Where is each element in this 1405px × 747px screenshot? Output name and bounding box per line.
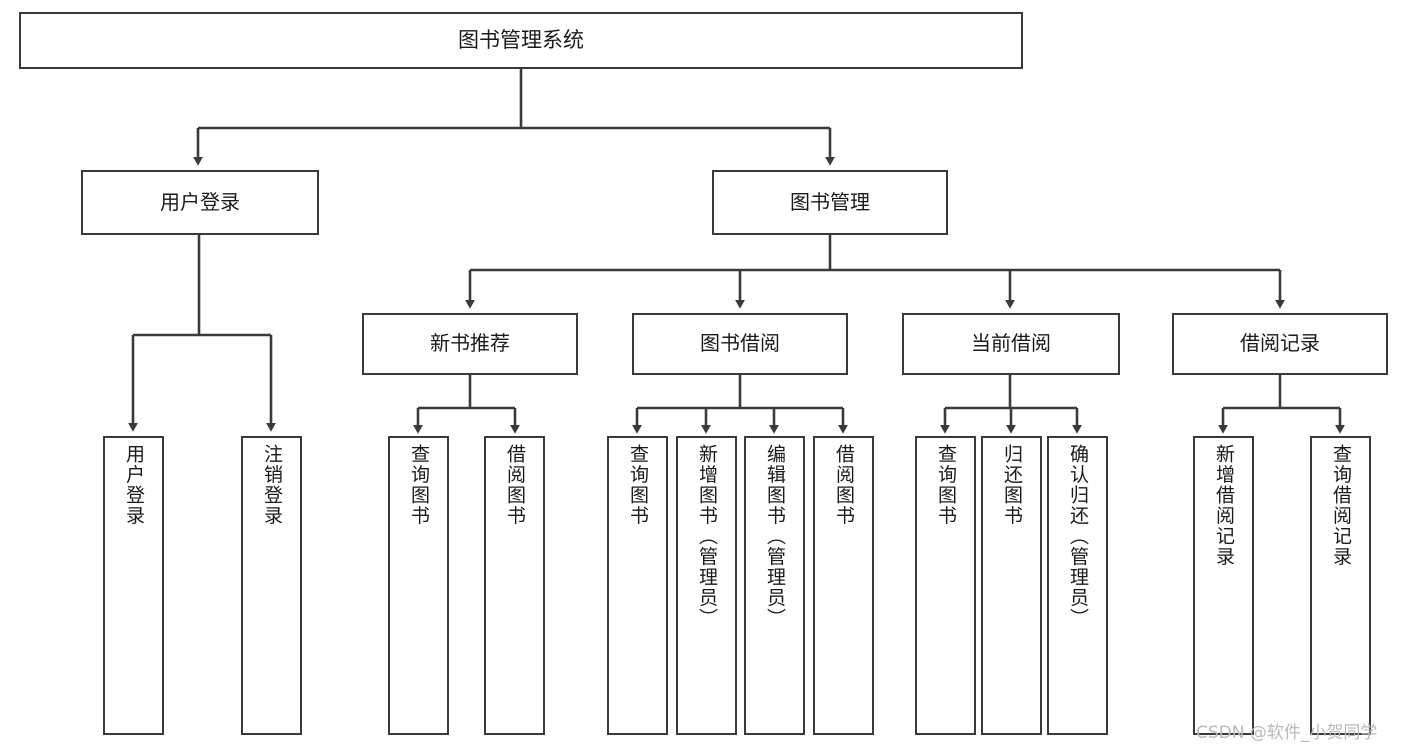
node-leaf-label: 新增图书（管理员） xyxy=(696,444,718,629)
node-leaf[interactable]: 新增图书（管理员） xyxy=(676,436,737,735)
node-level3-new-book[interactable]: 新书推荐 xyxy=(362,313,578,375)
node-leaf[interactable]: 查询图书 xyxy=(915,436,976,735)
node-level2-book-manage-label: 图书管理 xyxy=(790,189,870,214)
node-leaf[interactable]: 用户登录 xyxy=(103,436,164,735)
node-level3-current-borrow[interactable]: 当前借阅 xyxy=(902,313,1120,375)
node-leaf[interactable]: 借阅图书 xyxy=(484,436,545,735)
node-leaf[interactable]: 确认归还（管理员） xyxy=(1047,436,1108,735)
node-leaf-label: 归还图书 xyxy=(1001,444,1023,526)
node-level3-book-borrow-label: 图书借阅 xyxy=(700,331,780,356)
node-leaf[interactable]: 查询借阅记录 xyxy=(1310,436,1371,735)
node-leaf[interactable]: 编辑图书（管理员） xyxy=(744,436,805,735)
node-level3-borrow-record-label: 借阅记录 xyxy=(1240,331,1320,356)
node-level2-user-login-label: 用户登录 xyxy=(160,189,240,214)
node-level3-current-borrow-label: 当前借阅 xyxy=(971,331,1051,356)
node-leaf[interactable]: 查询图书 xyxy=(388,436,449,735)
csdn-watermark: CSDN @软件_小贺同学 xyxy=(1196,723,1378,743)
node-leaf-label: 确认归还（管理员） xyxy=(1067,444,1089,629)
node-level3-book-borrow[interactable]: 图书借阅 xyxy=(632,313,848,375)
node-leaf[interactable]: 注销登录 xyxy=(241,436,302,735)
node-root-label: 图书管理系统 xyxy=(458,28,584,53)
node-leaf-label: 编辑图书（管理员） xyxy=(764,444,786,629)
node-leaf-label: 借阅图书 xyxy=(504,444,526,526)
node-leaf-label: 注销登录 xyxy=(261,444,283,526)
node-leaf-label: 查询图书 xyxy=(935,444,957,526)
node-leaf-label: 查询借阅记录 xyxy=(1330,444,1352,567)
node-level3-new-book-label: 新书推荐 xyxy=(430,331,510,356)
node-root[interactable]: 图书管理系统 xyxy=(19,12,1023,69)
node-leaf-label: 查询图书 xyxy=(627,444,649,526)
node-leaf[interactable]: 查询图书 xyxy=(607,436,668,735)
node-leaf[interactable]: 新增借阅记录 xyxy=(1193,436,1254,735)
node-leaf-label: 新增借阅记录 xyxy=(1213,444,1235,567)
node-leaf[interactable]: 借阅图书 xyxy=(813,436,874,735)
node-level2-user-login[interactable]: 用户登录 xyxy=(81,170,319,235)
node-leaf[interactable]: 归还图书 xyxy=(981,436,1042,735)
node-leaf-label: 查询图书 xyxy=(408,444,430,526)
node-leaf-label: 用户登录 xyxy=(123,444,145,526)
node-leaf-label: 借阅图书 xyxy=(833,444,855,526)
node-level3-borrow-record[interactable]: 借阅记录 xyxy=(1172,313,1388,375)
node-level2-book-manage[interactable]: 图书管理 xyxy=(712,170,948,235)
